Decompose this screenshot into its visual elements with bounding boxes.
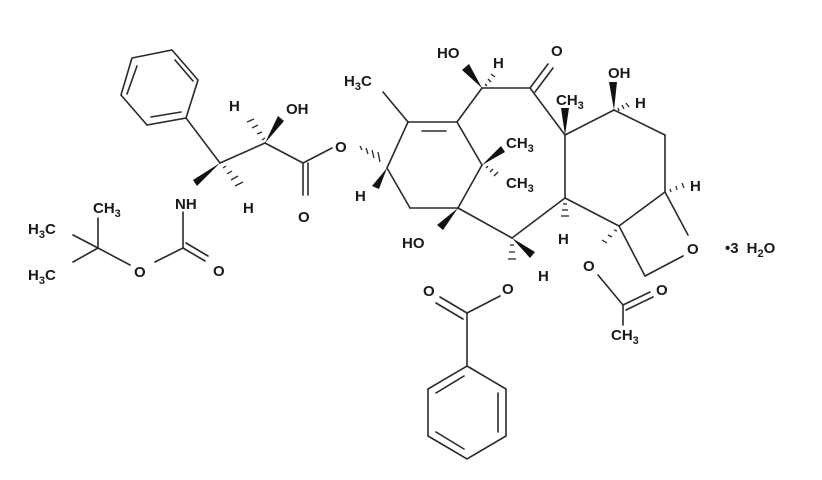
hash-bond (222, 165, 244, 187)
label-o: O (502, 281, 514, 298)
label-h3c: H3C (344, 73, 372, 93)
side-chain (72, 116, 333, 266)
label-ho: HO (402, 235, 425, 252)
label-o: O (583, 258, 595, 275)
label-ch3: CH3 (506, 175, 534, 195)
label-oh: OH (608, 65, 631, 82)
label-o: O (335, 139, 347, 156)
label-h3c: H3C (28, 267, 56, 287)
label-ch3: CH3 (556, 92, 584, 112)
label-o: O (134, 264, 146, 281)
label-o: O (298, 209, 310, 226)
label-h: H (690, 178, 701, 195)
label-o: O (213, 263, 225, 280)
label-ch3: CH3 (506, 135, 534, 155)
label-o: O (656, 282, 668, 299)
hash-bond (246, 118, 266, 141)
label-o: O (551, 43, 563, 60)
label-nh: NH (175, 196, 197, 213)
label-ch3: CH3 (611, 327, 639, 347)
label-h: H (635, 95, 646, 112)
label-h3c: H3C (28, 221, 56, 241)
label-ch3: CH3 (93, 200, 121, 220)
label-h: H (493, 55, 504, 72)
label-o: O (687, 241, 699, 258)
taxane-core (359, 63, 689, 367)
label-oh: OH (286, 101, 309, 118)
label-ho: HO (437, 45, 460, 62)
label-o: O (423, 283, 435, 300)
phenyl-ring-bottom (427, 365, 507, 460)
label-h: H (558, 231, 569, 248)
label-h: H (243, 200, 254, 217)
atom-labels: OH H H NH O O O O CH3 H3C H3C H3C H HO H… (28, 43, 776, 347)
label-h: H (229, 98, 240, 115)
label-h: H (355, 188, 366, 205)
phenyl-ring-top (120, 49, 221, 164)
label-h: H (538, 268, 549, 285)
